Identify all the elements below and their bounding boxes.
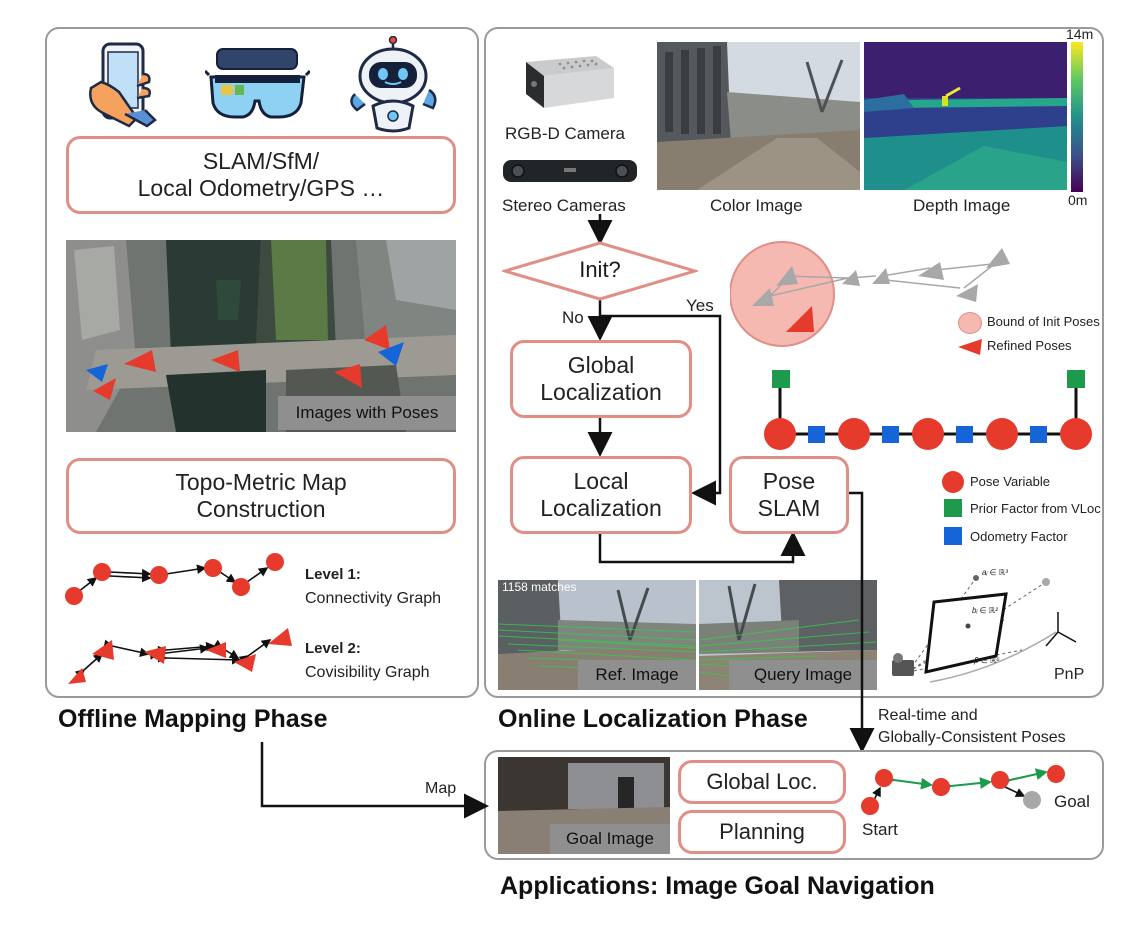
no-label: No (562, 308, 584, 327)
pnp-diagram: aᵢ ∈ ℝ³ bᵢ ∈ ℝ² β ∈ ℝ⁶ PnP (886, 560, 1098, 688)
ref-image-caption: Ref. Image (578, 660, 696, 690)
offline-phase-title: Offline Mapping Phase (58, 705, 328, 733)
slam-sfm-label: SLAM/SfM/ Local Odometry/GPS … (137, 147, 385, 201)
stereo-camera-icon (500, 156, 640, 186)
yes-label: Yes (686, 296, 714, 315)
pnp-beta-label: β ∈ ℝ⁶ (974, 656, 1000, 665)
query-image-caption: Query Image (729, 660, 877, 690)
applications-title: Applications: Image Goal Navigation (500, 872, 935, 900)
aerial-image: Images with Poses (66, 240, 456, 432)
online-flow-arrows (587, 214, 806, 564)
level2-desc: Covisibility Graph (305, 664, 430, 681)
level1-desc: Connectivity Graph (305, 590, 442, 607)
pnp-a-label: aᵢ ∈ ℝ³ (982, 568, 1008, 577)
online-phase-title: Online Localization Phase (498, 705, 808, 733)
global-localization-label: Global Localization (540, 351, 662, 405)
connectivity-graph (62, 548, 302, 610)
phone-icon (85, 40, 175, 132)
images-with-poses-caption: Images with Poses (278, 396, 456, 430)
color-image (657, 42, 860, 190)
factor-graph (760, 366, 1094, 456)
planning-box: Planning (678, 810, 846, 854)
legend-prior-label: Prior Factor from VLoc (970, 501, 1101, 516)
color-image-label: Color Image (710, 196, 803, 215)
map-label: Map (425, 780, 457, 797)
slam-sfm-box: SLAM/SfM/ Local Odometry/GPS … (66, 136, 456, 214)
init-poses-diagram (729, 236, 1030, 354)
depth-image (864, 42, 1067, 190)
stereo-cameras-label: Stereo Cameras (502, 196, 626, 215)
topo-metric-map-box: Topo-Metric Map Construction (66, 458, 456, 534)
rgbd-camera-icon (510, 42, 620, 114)
ref-image: 1158 matches Ref. Image (498, 580, 696, 690)
query-image: Query Image (699, 580, 877, 690)
global-localization-box: Global Localization (510, 340, 692, 418)
goal-label: Goal (1054, 792, 1090, 811)
legend-init-bound-label: Bound of Init Poses (987, 314, 1100, 329)
depth-max-label: 14m (1066, 26, 1094, 42)
level2-title: Level 2: (305, 640, 361, 657)
pose-slam-label: Pose SLAM (757, 467, 821, 521)
level1-title: Level 1: (305, 566, 361, 583)
depth-image-label: Depth Image (913, 196, 1011, 215)
local-localization-box: Local Localization (510, 456, 692, 534)
start-label: Start (862, 820, 898, 839)
goal-image-caption: Goal Image (550, 824, 670, 854)
matches-label: 1158 matches (502, 580, 577, 594)
legend-refined-label: Refined Poses (987, 338, 1072, 353)
global-loc-box: Global Loc. (678, 760, 846, 804)
smart-glasses-icon (203, 45, 312, 125)
legend-odometry-swatch (944, 527, 962, 545)
online-localization-panel (484, 27, 1104, 698)
legend-prior-swatch (944, 499, 962, 517)
local-localization-label: Local Localization (540, 467, 662, 521)
legend-odometry-label: Odometry Factor (970, 529, 1068, 544)
legend-pose-variable-label: Pose Variable (970, 474, 1050, 489)
legend-refined-swatch (958, 338, 984, 356)
topo-metric-map-label: Topo-Metric Map Construction (175, 468, 347, 522)
pose-slam-box: Pose SLAM (729, 456, 849, 534)
offline-mapping-panel (45, 27, 479, 698)
covisibility-graph (62, 624, 302, 688)
output-arrow (849, 491, 875, 750)
robot-icon (345, 35, 440, 134)
global-loc-label: Global Loc. (706, 769, 818, 795)
map-arrow (260, 742, 489, 819)
rgbd-camera-label: RGB-D Camera (505, 124, 625, 143)
output-poses-label: Real-time and Globally-Consistent Poses (878, 707, 1066, 746)
depth-colorbar (1071, 42, 1083, 192)
init-decision-diamond: Init? (499, 240, 701, 302)
goal-image: Goal Image (498, 757, 670, 854)
depth-min-label: 0m (1068, 192, 1088, 208)
pnp-b-label: bᵢ ∈ ℝ² (972, 606, 998, 615)
init-label: Init? (579, 257, 621, 282)
pnp-label: PnP (1054, 666, 1085, 683)
navigation-path-diagram (856, 760, 1096, 820)
planning-label: Planning (719, 819, 805, 845)
legend-pose-variable-swatch (942, 471, 964, 493)
legend-init-bound-swatch (958, 312, 982, 334)
